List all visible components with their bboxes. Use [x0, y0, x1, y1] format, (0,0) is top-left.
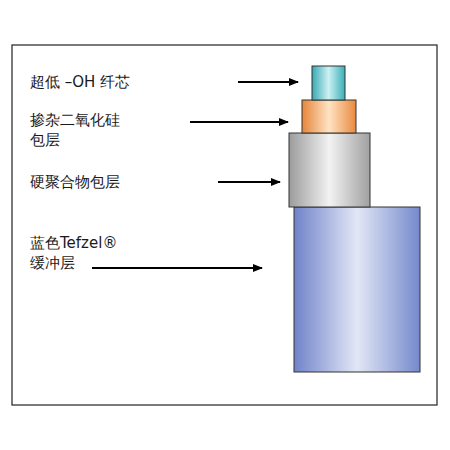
leader-arrow — [190, 121, 288, 123]
part-label: 掺杂二氧化硅 包层 — [30, 110, 126, 150]
polymer-cladding — [289, 133, 370, 207]
part-label: 蓝色Tefzel® 缓冲层 — [30, 233, 122, 273]
leader-arrow — [92, 267, 262, 269]
part-label: 硬聚合物包层 — [30, 172, 210, 192]
buffer-layer — [294, 207, 420, 372]
frame — [12, 45, 437, 405]
leader-arrow — [218, 181, 280, 183]
fiber-core — [312, 66, 345, 100]
silica-cladding — [302, 100, 356, 133]
part-label: 超低 –OH 纤芯 — [30, 72, 230, 92]
leader-arrow — [238, 81, 298, 83]
